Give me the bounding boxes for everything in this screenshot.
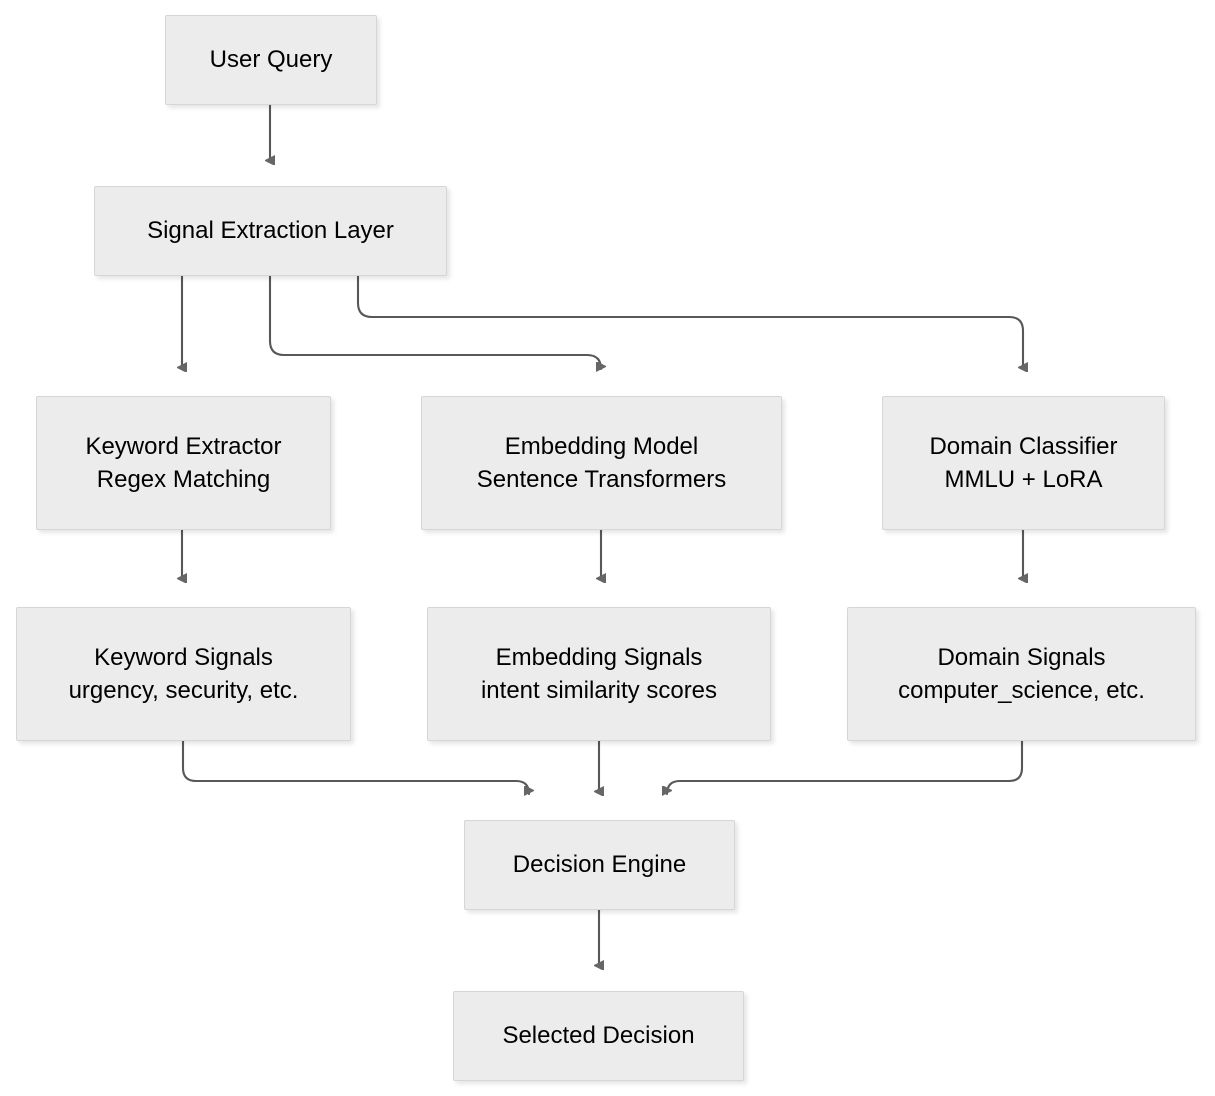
edge-signal-extraction-layer-to-domain-classifier [356, 276, 1023, 367]
node-label-line2: urgency, security, etc. [68, 677, 299, 704]
node-label-line2: Regex Matching [96, 466, 271, 493]
node-label-line1: Keyword Extractor [85, 432, 282, 460]
node-label-line1: Embedding Signals [495, 643, 703, 671]
node-selected-decision[interactable]: Selected Decision [453, 991, 744, 1081]
node-decision-engine[interactable]: Decision Engine [464, 820, 735, 910]
node-domain-classifier[interactable]: Domain Classifier MMLU + LoRA [882, 396, 1165, 530]
node-label-line1: Keyword Signals [94, 643, 273, 671]
node-signal-extraction-layer[interactable]: Signal Extraction Layer [94, 186, 447, 276]
node-label-line1: Domain Classifier [929, 432, 1118, 460]
node-label-line1: Decision Engine [512, 851, 687, 879]
edge-keyword-signals-to-decision-engine [181, 741, 529, 794]
node-label-line1: Selected Decision [502, 1022, 695, 1050]
node-keyword-signals[interactable]: Keyword Signals urgency, security, etc. [16, 607, 351, 741]
node-label-line2: Sentence Transformers [476, 466, 727, 493]
node-label-line2: intent similarity scores [480, 677, 718, 704]
node-domain-signals[interactable]: Domain Signals computer_science, etc. [847, 607, 1196, 741]
node-label-line2: MMLU + LoRA [944, 466, 1103, 493]
node-user-query[interactable]: User Query [165, 15, 377, 105]
node-embedding-model[interactable]: Embedding Model Sentence Transformers [421, 396, 782, 530]
edge-domain-signals-to-decision-engine [667, 741, 1024, 794]
node-label-line2: computer_science, etc. [898, 677, 1145, 704]
node-label-line1: Domain Signals [937, 643, 1106, 671]
node-label-line1: User Query [209, 46, 333, 74]
node-label-line1: Signal Extraction Layer [147, 217, 394, 245]
node-label-line1: Embedding Model [504, 432, 699, 460]
edge-signal-extraction-layer-to-embedding-model [268, 276, 601, 369]
node-embedding-signals[interactable]: Embedding Signals intent similarity scor… [427, 607, 771, 741]
node-keyword-extractor[interactable]: Keyword Extractor Regex Matching [36, 396, 331, 530]
